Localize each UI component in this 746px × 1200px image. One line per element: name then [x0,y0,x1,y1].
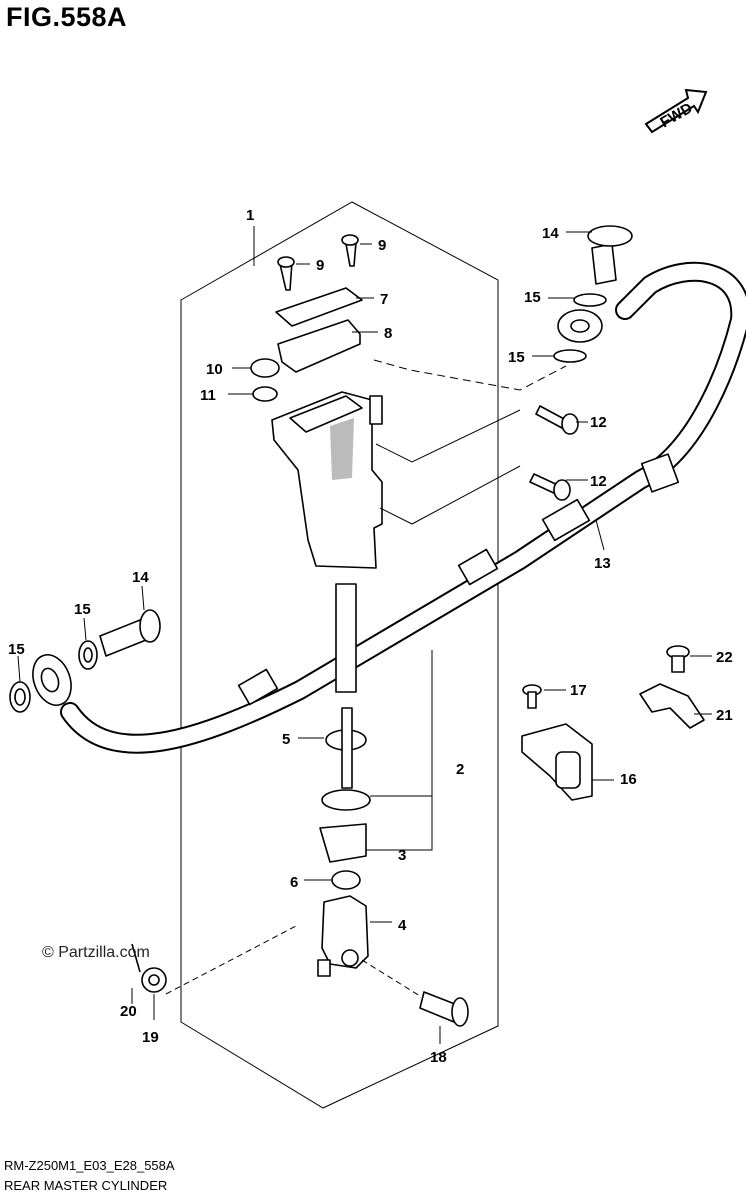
callout-6: 6 [290,874,298,891]
callout-3: 3 [398,847,406,864]
callout-22: 22 [716,649,733,666]
bracket-21 [639,683,705,729]
reservoir-cap-7 [275,287,363,327]
washer-15 [553,349,587,363]
assembly-outline [180,201,499,1109]
callout-11: 11 [200,387,216,404]
callout-17: 17 [570,682,587,699]
callout-14: 14 [132,569,149,586]
callout-10: 10 [206,361,223,378]
callout-15: 15 [74,601,91,618]
callout-16: 16 [620,771,637,788]
callout-4: 4 [398,917,407,934]
union-bolt-14 [591,243,617,285]
union-bolt-14 [99,619,147,657]
hose-sleeve [541,498,591,542]
callout-5: 5 [282,731,290,748]
brake-hose [60,261,746,754]
callout-15: 15 [508,349,525,366]
callout-9: 9 [378,237,386,254]
fwd-arrow-icon: FWD [644,88,708,134]
nut-6 [331,870,361,890]
callout-15: 15 [524,289,541,306]
hose-sleeve [457,548,499,586]
diaphragm-8 [277,319,361,373]
diagram-code: RM-Z250M1_E03_E28_558A [4,1158,175,1173]
diagram-caption: REAR MASTER CYLINDER [4,1178,168,1193]
callout-7: 7 [380,291,388,308]
boot-3 [319,823,367,863]
cap-10 [250,358,280,378]
callout-20: 20 [120,1003,137,1020]
callout-13: 13 [594,555,611,572]
callout-12: 12 [590,473,607,490]
callout-14: 14 [542,225,559,242]
figure-title: FIG.558A [6,2,128,32]
callout-1: 1 [246,207,254,224]
watermark: © Partzilla.com [42,944,150,961]
callout-12: 12 [590,414,607,431]
washer-15 [573,293,607,307]
spring [335,583,357,693]
callout-8: 8 [384,325,392,342]
callout-18: 18 [430,1049,447,1066]
hose-clamp [640,453,680,493]
callout-2: 2 [456,761,464,778]
callout-21: 21 [716,707,733,724]
hose-sleeve [237,668,279,706]
circlip [321,789,371,811]
callout-19: 19 [142,1029,159,1046]
callout-15: 15 [8,641,25,658]
callout-9: 9 [316,257,324,274]
cotter-pin-20 [131,943,141,973]
o-ring-11 [252,386,278,402]
clevis-4 [321,895,369,969]
